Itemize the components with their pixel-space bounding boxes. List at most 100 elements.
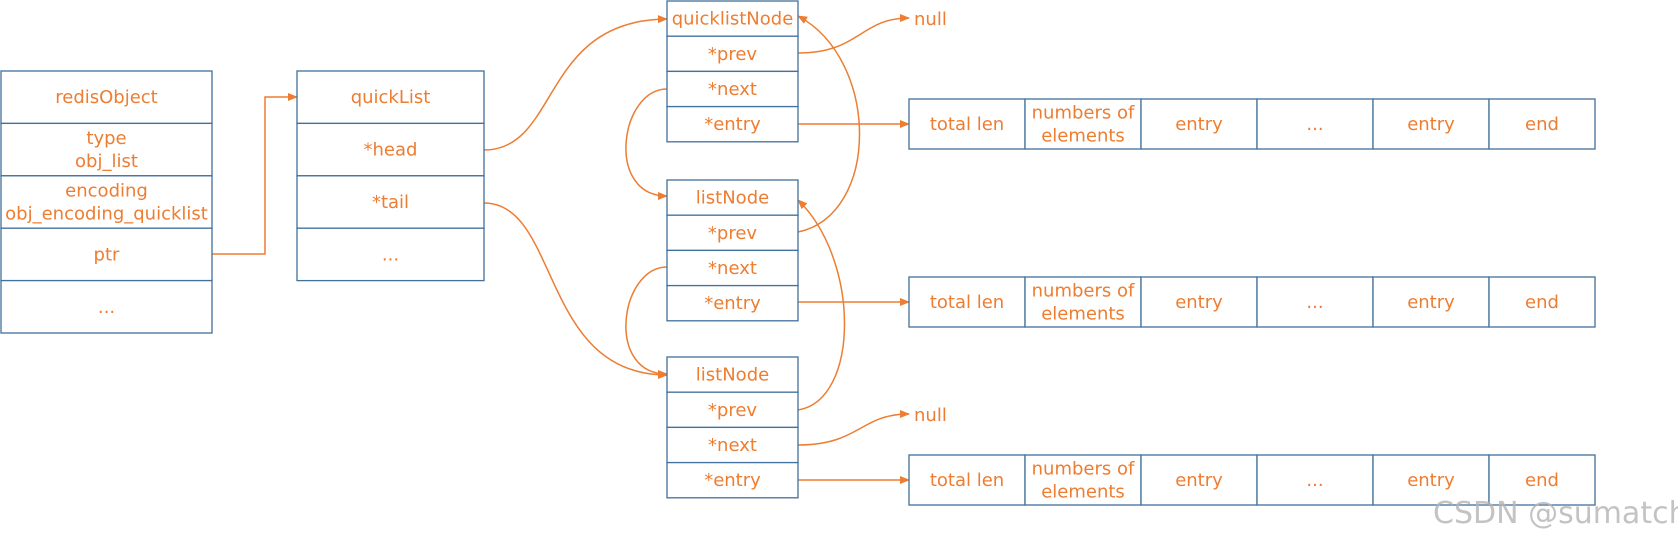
ziplist-0-cell-3: ... bbox=[1256, 98, 1374, 150]
node-0-field-0: *prev bbox=[666, 35, 799, 73]
redis-object-field-2-border bbox=[0, 227, 213, 282]
ziplist-2-cell-3: ... bbox=[1256, 454, 1374, 506]
node-1-field-2: *entry bbox=[666, 284, 799, 322]
node-2-title: listNode bbox=[666, 356, 799, 393]
redis-object-field-2-line-0: ptr bbox=[94, 244, 120, 265]
redis-object-field-2: ptr bbox=[0, 227, 213, 282]
node-0-title-text: quicklistNode bbox=[672, 9, 794, 30]
ziplist-0-cell-2: entry bbox=[1140, 98, 1258, 150]
arrow-node1-next-to-node2 bbox=[625, 266, 668, 378]
ziplist-0-cell-0-line-0: total len bbox=[930, 114, 1004, 135]
ziplist-1-cell-4: entry bbox=[1372, 276, 1490, 328]
node-2-field-2: *entry bbox=[666, 461, 799, 499]
ziplist-1-cell-5-line-0: end bbox=[1525, 292, 1559, 313]
node-1-field-0-text: *prev bbox=[708, 223, 758, 244]
ziplist-1-cell-5: end bbox=[1488, 276, 1596, 328]
redis-object-field-3-border bbox=[0, 279, 213, 334]
node-2-field-1-border bbox=[666, 426, 799, 464]
ziplist-2-cell-3-line-0: ... bbox=[1306, 470, 1323, 491]
node-2-field-1-text: *next bbox=[708, 435, 757, 456]
quicklist-field-1-border bbox=[296, 175, 485, 229]
redis-object-field-0-line-0: type bbox=[86, 128, 126, 149]
ziplist-1-cell-3: ... bbox=[1256, 276, 1374, 328]
ziplist-0-cell-0: total len bbox=[908, 98, 1026, 150]
ziplist-0-cell-5: end bbox=[1488, 98, 1596, 150]
ziplist-2-cell-2-line-0: entry bbox=[1175, 470, 1223, 491]
ziplist-0-cell-4-line-0: entry bbox=[1407, 114, 1455, 135]
node-0-field-2-text: *entry bbox=[704, 114, 761, 135]
redis-object-field-1-line-1: obj_encoding_quicklist bbox=[5, 204, 208, 225]
node-0-field-1-text: *next bbox=[708, 79, 757, 100]
arrow-tail-to-last-node bbox=[483, 202, 668, 379]
ziplist-0-cell-1-line-0: numbers of bbox=[1032, 103, 1135, 124]
ziplist-0-cell-0-border bbox=[908, 98, 1026, 150]
null-label-0: null bbox=[914, 9, 947, 30]
ziplist-2-cell-5-border bbox=[1488, 454, 1596, 506]
ziplist-0-cell-2-border bbox=[1140, 98, 1258, 150]
ziplist-2-cell-4-line-0: entry bbox=[1407, 470, 1455, 491]
ziplist-0-cell-2-line-0: entry bbox=[1175, 114, 1223, 135]
node-2-field-0-text: *prev bbox=[708, 400, 758, 421]
arrow-head-to-first-node bbox=[483, 15, 668, 151]
node-0-field-0-text: *prev bbox=[708, 44, 758, 65]
arrow-node2-next-to-null bbox=[797, 410, 910, 446]
ziplist-2-cell-0: total len bbox=[908, 454, 1026, 506]
ziplist-1-cell-4-border bbox=[1372, 276, 1490, 328]
node-0-field-2-border bbox=[666, 105, 799, 143]
redis-object-field-0-line-1: obj_list bbox=[75, 151, 138, 172]
ziplist-2-cell-1-line-0: numbers of bbox=[1032, 459, 1135, 480]
ziplist-0-cell-1-line-1: elements bbox=[1041, 126, 1125, 147]
ziplist-2-cell-4-border bbox=[1372, 454, 1490, 506]
ziplist-2-cell-0-line-0: total len bbox=[930, 470, 1004, 491]
ziplist-0-cell-4: entry bbox=[1372, 98, 1490, 150]
ziplist-0-cell-5-border bbox=[1488, 98, 1596, 150]
ziplist-2-cell-1-line-1: elements bbox=[1041, 482, 1125, 503]
node-1-title-text: listNode bbox=[696, 188, 769, 209]
ziplist-2-cell-5-line-0: end bbox=[1525, 470, 1559, 491]
ziplist-1-cell-3-line-0: ... bbox=[1306, 292, 1323, 313]
redis-object-title-border bbox=[0, 70, 213, 125]
quicklist-field-1: *tail bbox=[296, 175, 485, 229]
arrow-node0-next-to-node1 bbox=[625, 88, 668, 200]
quicklist-title: quickList bbox=[296, 70, 485, 125]
node-1-title: listNode bbox=[666, 179, 799, 216]
arrow-node2-prev-to-node1 bbox=[797, 199, 846, 411]
ziplist-1-cell-1-border bbox=[1024, 276, 1142, 328]
node-2-field-1: *next bbox=[666, 426, 799, 464]
ziplist-1-cell-1-line-0: numbers of bbox=[1032, 281, 1135, 302]
node-2-field-2-text: *entry bbox=[704, 470, 761, 491]
redis-object-field-0-border bbox=[0, 122, 213, 177]
quicklist-field-2: ... bbox=[296, 227, 485, 282]
node-0-title: quicklistNode bbox=[666, 0, 799, 37]
ziplist-2-cell-2-border bbox=[1140, 454, 1258, 506]
node-2-field-0-border bbox=[666, 391, 799, 429]
quicklist-field-2-text: ... bbox=[382, 244, 399, 265]
ziplist-1-cell-2-line-0: entry bbox=[1175, 292, 1223, 313]
node-0-field-1: *next bbox=[666, 70, 799, 108]
quicklist-field-0: *head bbox=[296, 122, 485, 177]
quicklist-field-1-text: *tail bbox=[372, 192, 409, 213]
node-1-field-1: *next bbox=[666, 249, 799, 287]
node-2-title-text: listNode bbox=[696, 365, 769, 386]
node-2-field-2-border bbox=[666, 461, 799, 499]
redis-object-field-1-border bbox=[0, 175, 213, 229]
node-2-title-border bbox=[666, 356, 799, 393]
ziplist-1-cell-4-line-0: entry bbox=[1407, 292, 1455, 313]
arrow-node0-prev-to-null bbox=[797, 14, 910, 54]
ziplist-0-cell-3-line-0: ... bbox=[1306, 114, 1323, 135]
node-1-field-1-border bbox=[666, 249, 799, 287]
ziplist-2-cell-3-border bbox=[1256, 454, 1374, 506]
quicklist-field-2-border bbox=[296, 227, 485, 282]
ziplist-0-cell-4-border bbox=[1372, 98, 1490, 150]
arrow-ptr-to-quicklist bbox=[212, 93, 298, 255]
node-1-field-2-border bbox=[666, 284, 799, 322]
watermark: CSDN @sumatch bbox=[1433, 496, 1678, 531]
redis-object-field-3-line-0: ... bbox=[98, 297, 115, 318]
node-1-field-1-text: *next bbox=[708, 258, 757, 279]
